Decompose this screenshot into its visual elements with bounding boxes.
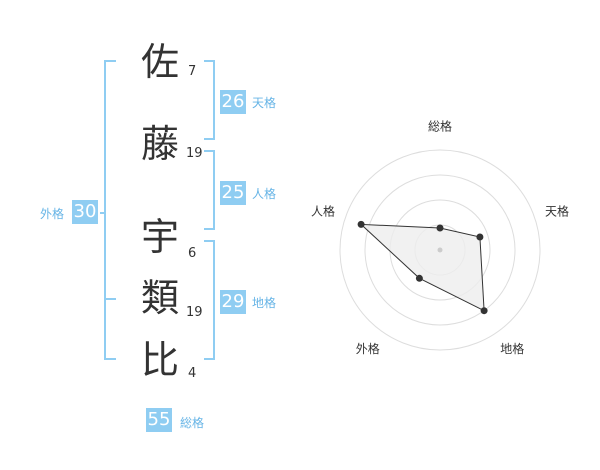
radar-ring-3: [364, 174, 516, 326]
radar-axis-label-3: 地格: [500, 341, 524, 356]
gaikaku-connector: [100, 212, 106, 214]
radar-axis-label-5: 人格: [311, 204, 335, 219]
name-character-4: 類: [140, 276, 179, 320]
radar-axis-label-2: 天格: [545, 204, 569, 219]
stroke-count-1: 7: [188, 64, 197, 79]
chikaku-label: 地格: [252, 296, 277, 310]
stroke-count-3: 6: [188, 246, 197, 261]
radar-center-dot: [437, 247, 443, 253]
gaikaku-bracket-tick: [104, 298, 116, 300]
chikaku-bracket: [204, 240, 215, 360]
jinkaku-bracket: [204, 150, 215, 230]
jinkaku-label: 人格: [252, 187, 277, 201]
tenkaku-label: 天格: [252, 96, 277, 110]
name-character-2: 藤: [140, 122, 179, 166]
name-character-1: 佐: [140, 40, 179, 84]
radar-ring-4: [339, 149, 541, 351]
stroke-count-4: 19: [186, 305, 203, 320]
name-character-5: 比: [140, 338, 179, 382]
radar-point-5: [357, 220, 365, 228]
tenkaku-bracket: [204, 60, 215, 140]
radar-point-3: [480, 307, 488, 315]
stroke-count-5: 4: [188, 366, 197, 381]
gaikaku-value-badge: 30: [72, 200, 98, 224]
gaikaku-label: 外格: [40, 207, 65, 221]
name-character-3: 宇: [140, 215, 179, 259]
tenkaku-value-badge: 26: [220, 90, 246, 114]
radar-point-1: [436, 224, 444, 232]
soukaku-label: 総格: [180, 416, 205, 430]
jinkaku-value-badge: 25: [220, 181, 246, 205]
radar-point-4: [415, 274, 423, 282]
radar-axis-label-1: 総格: [428, 119, 452, 134]
stroke-count-2: 19: [186, 146, 203, 161]
chikaku-value-badge: 29: [220, 290, 246, 314]
gaikaku-bracket: [104, 60, 116, 360]
radar-axis-label-4: 外格: [356, 341, 380, 356]
radar-polygon: [359, 223, 485, 312]
radar-point-2: [476, 233, 484, 241]
soukaku-value-badge: 55: [146, 408, 172, 432]
